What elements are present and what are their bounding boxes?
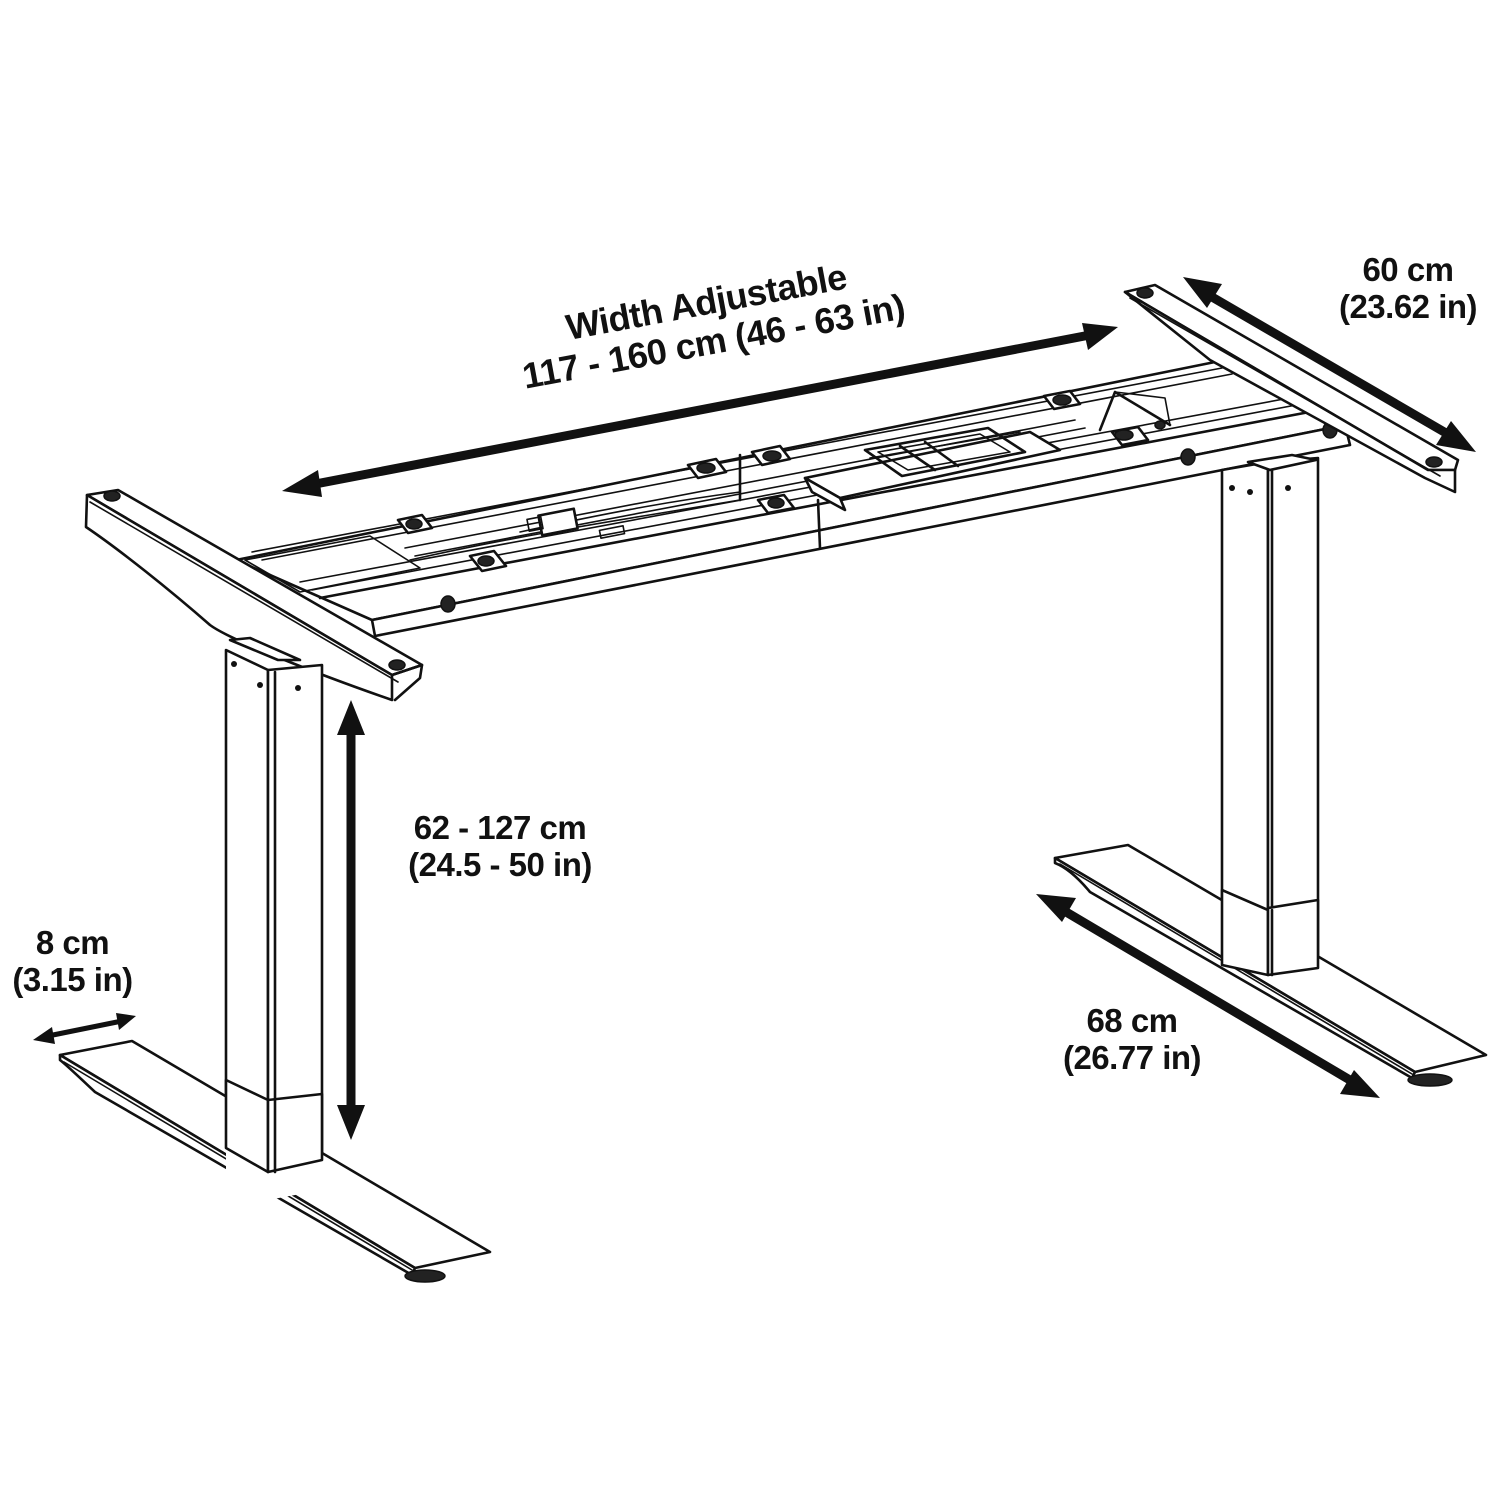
height-arrow: [337, 700, 365, 1140]
foot-length-label: 68 cm (26.77 in): [1042, 1002, 1222, 1077]
foot-length-arrow: [1036, 894, 1380, 1098]
height-label-metric: 62 - 127 cm: [413, 809, 587, 846]
leg-width-label: 8 cm (3.15 in): [0, 924, 145, 999]
leg-width-label-metric: 8 cm: [35, 924, 110, 961]
right-foot: [1053, 843, 1488, 1087]
height-label: 62 - 127 cm (24.5 - 50 in): [385, 809, 615, 884]
depth-arrow: [1183, 277, 1476, 452]
left-foot: [58, 1039, 492, 1283]
foot-length-label-imperial: (26.77 in): [1062, 1038, 1202, 1076]
depth-label: 60 cm (23.62 in): [1318, 251, 1498, 326]
right-leg: [1220, 453, 1320, 977]
depth-label-metric: 60 cm: [1362, 251, 1454, 288]
leg-width-label-imperial: (3.15 in): [12, 960, 133, 998]
crossbeam: [234, 360, 1352, 638]
depth-label-imperial: (23.62 in): [1338, 287, 1478, 325]
leg-width-arrow: [33, 1013, 136, 1044]
left-leg: [224, 636, 324, 1174]
left-top-bracket: [84, 488, 424, 702]
foot-length-label-metric: 68 cm: [1086, 1002, 1178, 1039]
clip-bolts: [396, 389, 1166, 573]
mounting-grid: [863, 426, 1027, 478]
width-arrow: [282, 323, 1118, 497]
height-label-imperial: (24.5 - 50 in): [408, 845, 592, 883]
right-top-bracket: [1123, 283, 1460, 494]
